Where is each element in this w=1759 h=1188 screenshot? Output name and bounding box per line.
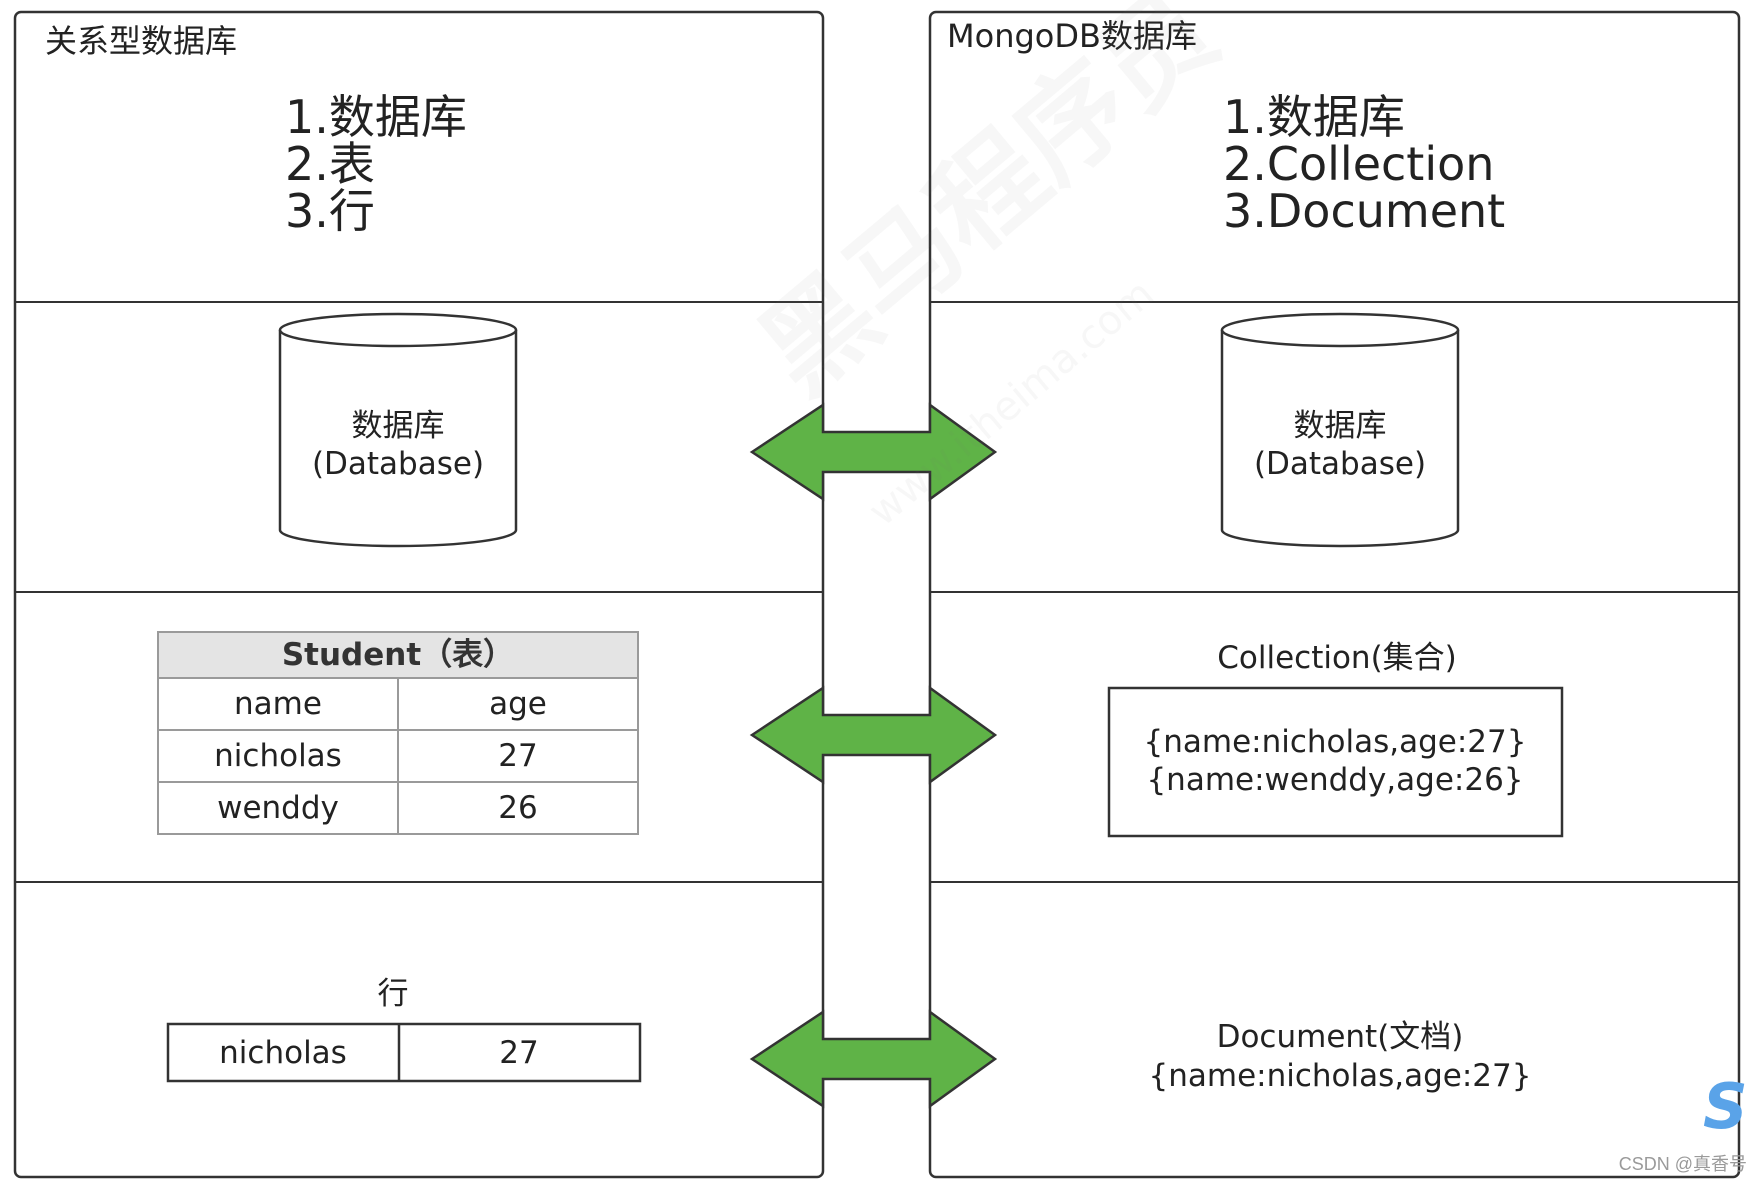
student-table: Student（表） name age nicholas 27 wenddy 2… bbox=[157, 631, 639, 835]
mongodb-database-label-cn: 数据库 bbox=[1294, 408, 1387, 444]
collection-doc: {name:wenddy,age:26} bbox=[1146, 762, 1523, 798]
mongodb-panel: MongoDB数据库 1.数据库 2.Collection 3.Document… bbox=[928, 10, 1741, 1179]
s-badge-icon: S bbox=[1703, 1070, 1748, 1143]
database-mapping-arrow bbox=[749, 402, 998, 502]
mongodb-panel-title: MongoDB数据库 bbox=[947, 17, 1197, 55]
row-example-box bbox=[166, 1022, 642, 1083]
mongodb-list-item-2: 2.Collection bbox=[1223, 137, 1494, 191]
relational-panel-title: 关系型数据库 bbox=[45, 22, 237, 60]
row-example: nicholas 27 bbox=[166, 1022, 642, 1083]
relational-list-item-3: 3.行 bbox=[285, 184, 375, 238]
relational-database-label-en: (Database) bbox=[312, 446, 484, 482]
document-label: Document(文档) bbox=[1217, 1019, 1464, 1055]
mongodb-list-item-1: 1.数据库 bbox=[1223, 90, 1405, 144]
collection-doc: {name:nicholas,age:27} bbox=[1144, 724, 1527, 760]
mongodb-panel-frame bbox=[928, 10, 1741, 1179]
row-example-cell: 27 bbox=[499, 1035, 538, 1071]
relational-database-cylinder: 数据库 (Database) bbox=[278, 312, 518, 548]
mongodb-database-cylinder: 数据库 (Database) bbox=[1220, 312, 1460, 548]
student-table-caption: Student（表） bbox=[282, 637, 514, 673]
mongodb-list-item-3: 3.Document bbox=[1223, 184, 1505, 238]
student-table-header-age: age bbox=[489, 686, 547, 722]
mongodb-database-label-en: (Database) bbox=[1254, 446, 1426, 482]
relational-panel: 关系型数据库 1.数据库 2.表 3.行 数据库 (Database) Stud… bbox=[13, 10, 825, 1179]
document-doc: {name:nicholas,age:27} bbox=[1149, 1058, 1532, 1094]
student-table-cell: nicholas bbox=[214, 738, 342, 774]
student-table-cell: 26 bbox=[498, 790, 537, 826]
table-collection-mapping-arrow bbox=[749, 685, 998, 785]
relational-list-item-1: 1.数据库 bbox=[285, 90, 467, 144]
row-document-mapping-arrow bbox=[749, 1009, 998, 1109]
relational-panel-frame bbox=[13, 10, 825, 1179]
relational-database-label-cn: 数据库 bbox=[352, 408, 445, 444]
student-table-cell: 27 bbox=[498, 738, 537, 774]
collection-label: Collection(集合) bbox=[1217, 640, 1457, 676]
student-table-cell: wenddy bbox=[217, 790, 339, 826]
row-label: 行 bbox=[378, 976, 409, 1012]
credit-text: CSDN @真香号 bbox=[1618, 1154, 1747, 1174]
relational-list-item-2: 2.表 bbox=[285, 137, 375, 191]
student-table-caption-bg bbox=[157, 631, 639, 679]
student-table-header-name: name bbox=[234, 686, 322, 722]
row-example-cell: nicholas bbox=[219, 1035, 347, 1071]
collection-box bbox=[1107, 686, 1564, 838]
